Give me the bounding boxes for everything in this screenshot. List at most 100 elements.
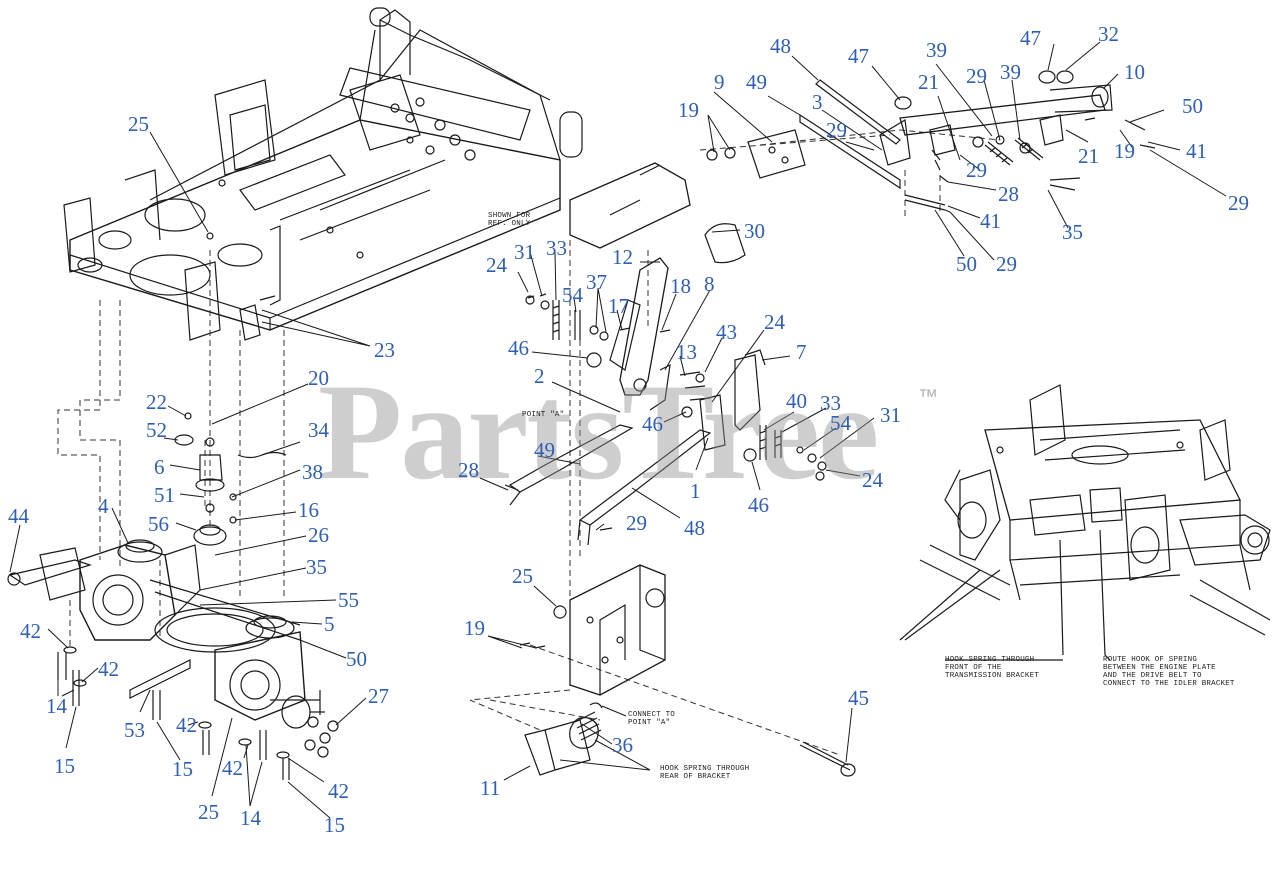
note-connect-point-a: CONNECT TO POINT "A" <box>628 711 676 727</box>
callout-32[interactable]: 32 <box>1098 22 1119 46</box>
callout-29[interactable]: 29 <box>996 252 1017 276</box>
callout-34[interactable]: 34 <box>308 418 329 442</box>
callout-3[interactable]: 3 <box>812 90 823 114</box>
callout-50[interactable]: 50 <box>1182 94 1203 118</box>
callout-40[interactable]: 40 <box>786 389 807 413</box>
callout-24[interactable]: 24 <box>862 468 883 492</box>
callout-14[interactable]: 14 <box>240 806 261 830</box>
callout-29[interactable]: 29 <box>1228 191 1249 215</box>
callout-33[interactable]: 33 <box>546 236 567 260</box>
callout-29[interactable]: 29 <box>966 64 987 88</box>
callout-14[interactable]: 14 <box>46 694 67 718</box>
callout-24[interactable]: 24 <box>486 253 507 277</box>
transmission-assembly <box>7 412 339 780</box>
callout-42[interactable]: 42 <box>98 657 119 681</box>
callout-51[interactable]: 51 <box>154 483 175 507</box>
callout-46[interactable]: 46 <box>642 412 663 436</box>
callout-41[interactable]: 41 <box>1186 139 1207 163</box>
callout-35[interactable]: 35 <box>306 555 327 579</box>
callout-55[interactable]: 55 <box>338 588 359 612</box>
callout-54[interactable]: 54 <box>562 283 583 307</box>
callout-42[interactable]: 42 <box>20 619 41 643</box>
mower-frame <box>63 7 583 341</box>
callout-38[interactable]: 38 <box>302 460 323 484</box>
callout-15[interactable]: 15 <box>172 757 193 781</box>
callout-6[interactable]: 6 <box>154 455 165 479</box>
callout-24[interactable]: 24 <box>764 310 785 334</box>
callout-15[interactable]: 15 <box>324 813 345 837</box>
callout-21[interactable]: 21 <box>1078 144 1099 168</box>
callout-13[interactable]: 13 <box>676 340 697 364</box>
callout-15[interactable]: 15 <box>54 754 75 778</box>
callout-41[interactable]: 41 <box>980 209 1001 233</box>
callout-11[interactable]: 11 <box>480 776 501 800</box>
callout-17[interactable]: 17 <box>608 294 629 318</box>
callout-28[interactable]: 28 <box>458 458 479 482</box>
callout-9[interactable]: 9 <box>714 70 725 94</box>
bracket-assembly <box>519 564 856 777</box>
callout-39[interactable]: 39 <box>926 38 947 62</box>
callout-52[interactable]: 52 <box>146 418 167 442</box>
upper-linkage-assembly <box>706 70 1156 213</box>
callout-25[interactable]: 25 <box>512 564 533 588</box>
callout-22[interactable]: 22 <box>146 390 167 414</box>
callout-39[interactable]: 39 <box>1000 60 1021 84</box>
callout-45[interactable]: 45 <box>848 686 869 710</box>
callout-30[interactable]: 30 <box>744 219 765 243</box>
callout-26[interactable]: 26 <box>308 523 329 547</box>
callout-37[interactable]: 37 <box>586 270 607 294</box>
control-lever-assembly <box>504 162 827 546</box>
callout-50[interactable]: 50 <box>956 252 977 276</box>
callout-19[interactable]: 19 <box>678 98 699 122</box>
callout-29[interactable]: 29 <box>626 511 647 535</box>
callout-47[interactable]: 47 <box>1020 26 1041 50</box>
callout-12[interactable]: 12 <box>612 245 633 269</box>
callout-48[interactable]: 48 <box>770 34 791 58</box>
callout-16[interactable]: 16 <box>298 498 319 522</box>
callout-44[interactable]: 44 <box>8 504 29 528</box>
callout-10[interactable]: 10 <box>1124 60 1145 84</box>
callout-5[interactable]: 5 <box>324 612 335 636</box>
note-hook-front: HOOK SPRING THROUGH FRONT OF THE TRANSMI… <box>945 656 1040 680</box>
callout-28[interactable]: 28 <box>998 182 1019 206</box>
note-shown-for-ref: SHOWN FOR REF. ONLY <box>488 212 531 228</box>
callout-49[interactable]: 49 <box>534 438 555 462</box>
callout-1[interactable]: 1 <box>690 479 701 503</box>
callout-25[interactable]: 25 <box>198 800 219 824</box>
callout-2[interactable]: 2 <box>534 364 545 388</box>
callout-33[interactable]: 33 <box>820 391 841 415</box>
callout-42[interactable]: 42 <box>328 779 349 803</box>
callout-42[interactable]: 42 <box>222 756 243 780</box>
callout-56[interactable]: 56 <box>148 512 169 536</box>
callout-20[interactable]: 20 <box>308 366 329 390</box>
callout-25[interactable]: 25 <box>128 112 149 136</box>
callout-49[interactable]: 49 <box>746 70 767 94</box>
callout-4[interactable]: 4 <box>98 494 109 518</box>
callout-50[interactable]: 50 <box>346 647 367 671</box>
callout-46[interactable]: 46 <box>748 493 769 517</box>
callout-46[interactable]: 46 <box>508 336 529 360</box>
callout-23[interactable]: 23 <box>374 338 395 362</box>
callout-53[interactable]: 53 <box>124 718 145 742</box>
callout-36[interactable]: 36 <box>612 733 633 757</box>
callout-54[interactable]: 54 <box>830 411 851 435</box>
callout-7[interactable]: 7 <box>796 340 807 364</box>
callout-35[interactable]: 35 <box>1062 220 1083 244</box>
callout-8[interactable]: 8 <box>704 272 715 296</box>
callout-31[interactable]: 31 <box>514 240 535 264</box>
callout-42[interactable]: 42 <box>176 713 197 737</box>
callout-29[interactable]: 29 <box>826 118 847 142</box>
callout-29[interactable]: 29 <box>966 158 987 182</box>
callout-21[interactable]: 21 <box>918 70 939 94</box>
callout-19[interactable]: 19 <box>1114 139 1135 163</box>
callout-43[interactable]: 43 <box>716 320 737 344</box>
callout-27[interactable]: 27 <box>368 684 389 708</box>
callout-19[interactable]: 19 <box>464 616 485 640</box>
callout-48[interactable]: 48 <box>684 516 705 540</box>
partstree-watermark: PartsTree <box>318 355 879 508</box>
callout-31[interactable]: 31 <box>880 403 901 427</box>
callout-18[interactable]: 18 <box>670 274 691 298</box>
callout-47[interactable]: 47 <box>848 44 869 68</box>
note-point-a: POINT "A" <box>522 411 565 419</box>
